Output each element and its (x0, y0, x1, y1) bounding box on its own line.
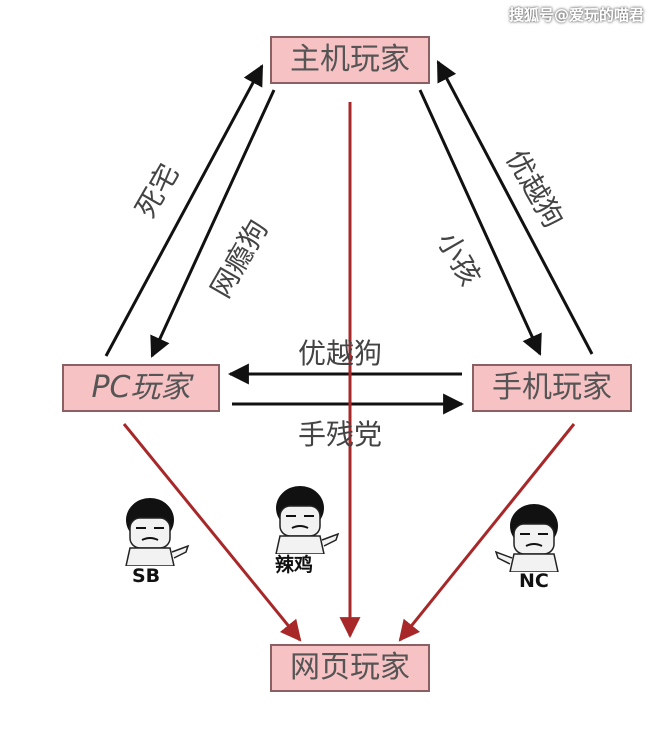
meme-caption-mobile-to-web: NC (519, 570, 549, 592)
arrow-pc-to-web (122, 423, 302, 642)
arrow-mobile-to-web (398, 423, 576, 642)
arrow-host-to-pc (150, 89, 276, 358)
arrow-pc-to-host (104, 64, 264, 357)
node-host-players: 主机玩家 (270, 36, 430, 84)
meme-face-icon (494, 504, 559, 572)
arrow-host-to-mobile (418, 89, 542, 356)
meme-face-icon (275, 486, 340, 554)
watermark: 搜狐号@爱玩的喵君 (508, 6, 644, 24)
node-pc-players: PC玩家 (62, 364, 220, 412)
meme-face-icon (125, 498, 190, 566)
node-web-players: 网页玩家 (270, 644, 430, 692)
arrow-mobile-to-host (436, 60, 594, 355)
meme-caption-pc-to-web: SB (132, 565, 161, 587)
label-pc-to-mobile: 手残党 (298, 418, 383, 451)
meme-caption-host-to-web: 辣鸡 (275, 554, 314, 576)
node-mobile-players: 手机玩家 (472, 364, 632, 412)
label-mobile-to-pc: 优越狗 (298, 337, 383, 370)
